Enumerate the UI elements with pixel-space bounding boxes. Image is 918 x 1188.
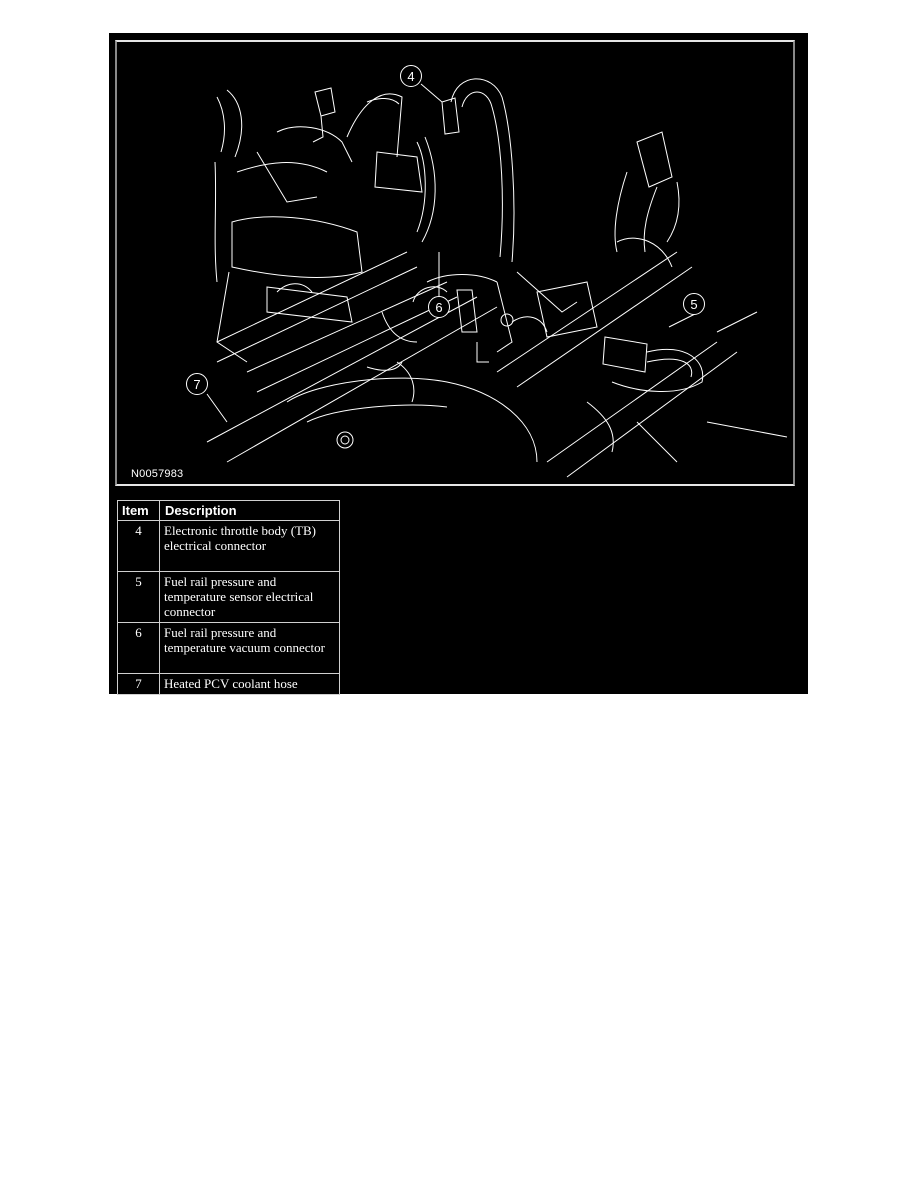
legend-row: 7 Heated PCV coolant hose [117, 673, 340, 695]
legend-header-row: Item Description [117, 500, 340, 521]
item-number: 7 [117, 673, 160, 695]
item-number: 6 [117, 622, 160, 674]
item-description: Fuel rail pressure and temperature vacuu… [159, 622, 340, 674]
item-description: Electronic throttle body (TB) electrical… [159, 520, 340, 572]
legend-row: 5 Fuel rail pressure and temperature sen… [117, 571, 340, 623]
callout-5: 5 [683, 293, 705, 315]
callout-7: 7 [186, 373, 208, 395]
item-description: Fuel rail pressure and temperature senso… [159, 571, 340, 623]
item-description: Heated PCV coolant hose [159, 673, 340, 695]
legend-table: Item Description 4 Electronic throttle b… [117, 500, 340, 695]
legend-row: 4 Electronic throttle body (TB) electric… [117, 520, 340, 572]
item-number: 4 [117, 520, 160, 572]
legend-row: 6 Fuel rail pressure and temperature vac… [117, 622, 340, 674]
figure-id: N0057983 [131, 468, 184, 480]
item-number: 5 [117, 571, 160, 623]
engine-illustration [206, 78, 788, 478]
description-column-header: Description [159, 500, 340, 521]
item-column-header: Item [117, 500, 160, 521]
callout-6: 6 [428, 296, 450, 318]
engine-line-drawing: 4 6 5 7 N0057983 [115, 40, 795, 486]
callout-leaders [206, 83, 696, 423]
callout-4: 4 [400, 65, 422, 87]
illustration-sheet: 4 6 5 7 N0057983 Item Description 4 Elec… [109, 33, 808, 695]
